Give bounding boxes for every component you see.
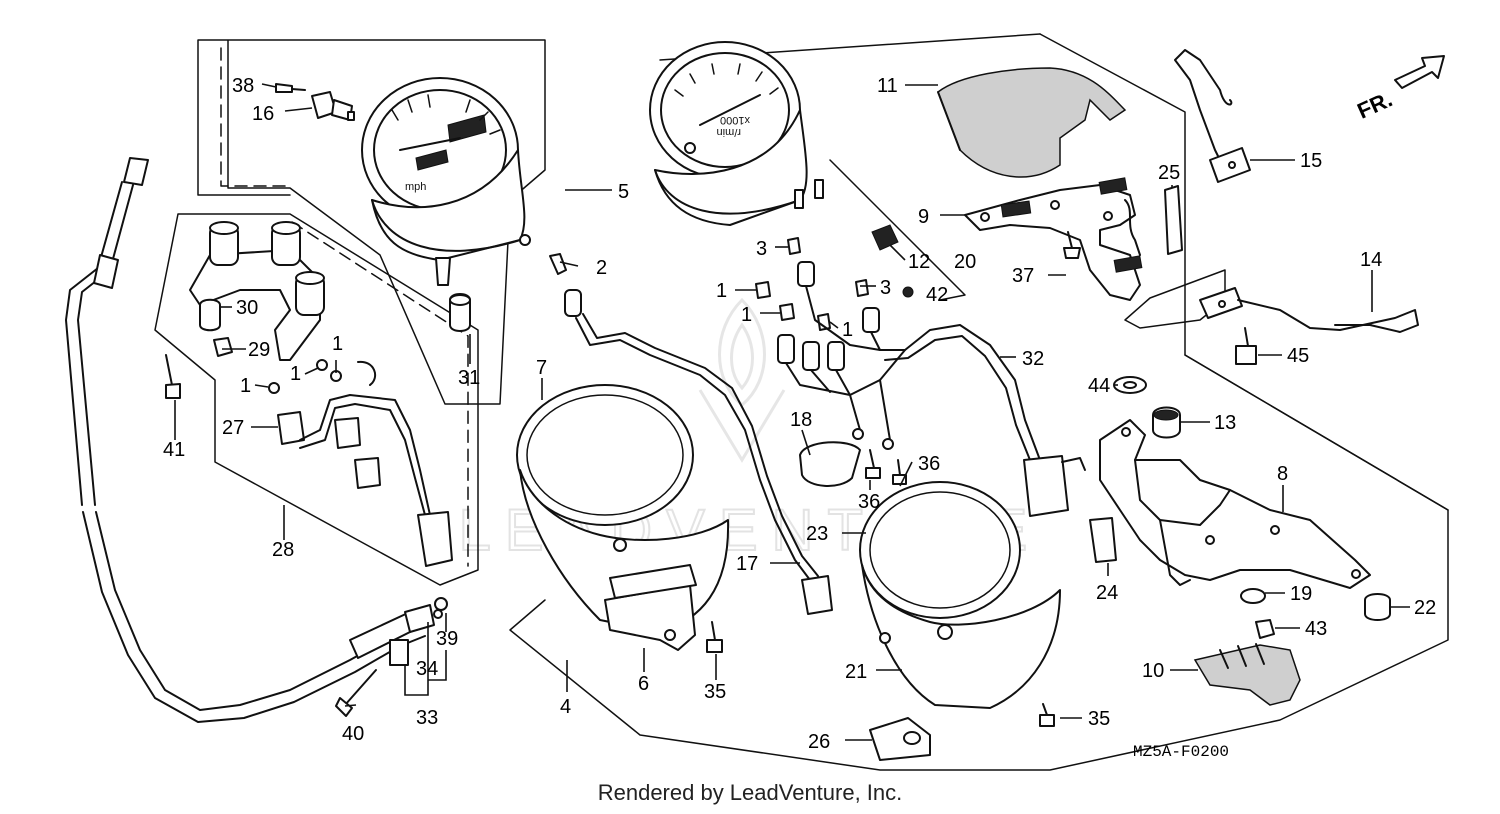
switch-group-outline [154, 213, 479, 586]
callout-1-mid-c: 1 [842, 319, 853, 341]
callout-18: 18 [790, 409, 812, 431]
callout-25: 25 [1158, 162, 1180, 184]
callout-5: 5 [618, 181, 629, 203]
stay-wire-15 [1174, 49, 1251, 183]
callout-9: 9 [918, 206, 929, 228]
callout-39: 39 [436, 628, 458, 650]
callout-28: 28 [272, 539, 294, 561]
callout-22: 22 [1414, 597, 1436, 619]
speedometer-case [516, 384, 730, 653]
footer-credit: Rendered by LeadVenture, Inc. [597, 780, 903, 805]
drawing-code: MZ5A-F0200 [1133, 743, 1229, 761]
leader-lines [174, 83, 1410, 741]
dashed-group-outline-1 [220, 47, 291, 187]
callout-12: 12 [908, 251, 930, 273]
front-arrow-icon [1394, 55, 1445, 89]
speedometer-cable [65, 157, 443, 723]
speedometer-light-wire [564, 289, 833, 615]
callout-40: 40 [342, 723, 364, 745]
callout-30: 30 [236, 297, 258, 319]
callout-15: 15 [1300, 150, 1322, 172]
callout-35-left: 35 [704, 681, 726, 703]
callout-13: 13 [1214, 412, 1236, 434]
callout-3-b: 3 [880, 277, 891, 299]
tachometer-assembly: x1000 r/min [649, 41, 914, 331]
indicator-assembly [165, 221, 453, 567]
meter-bracket [1089, 376, 1391, 639]
callout-41: 41 [163, 439, 185, 461]
callouts: 38 16 5 2 31 30 29 1 1 1 41 27 28 39 34 … [163, 75, 1436, 753]
callout-11: 11 [877, 75, 898, 97]
meter-cover [937, 67, 1183, 301]
callout-10: 10 [1142, 660, 1164, 682]
callout-34: 34 [416, 658, 438, 680]
speedometer-assembly: mph [275, 77, 567, 332]
main-harness [777, 261, 1086, 517]
tach-bracket-outline [829, 159, 966, 301]
callout-38: 38 [232, 75, 254, 97]
callout-23: 23 [806, 523, 828, 545]
callout-31: 31 [458, 367, 480, 389]
switch-dashed-outline [291, 221, 469, 567]
tachometer-case [859, 481, 1061, 761]
cable-bracket-parts [335, 597, 448, 717]
callout-29: 29 [248, 339, 270, 361]
callout-4: 4 [560, 696, 571, 718]
tach-unit-2: r/min [717, 126, 741, 138]
callout-17: 17 [736, 553, 758, 575]
callout-44: 44 [1088, 375, 1110, 397]
callout-14: 14 [1360, 249, 1382, 271]
callout-1-mid-a: 1 [716, 280, 727, 302]
callout-8: 8 [1277, 463, 1288, 485]
callout-2: 2 [596, 257, 607, 279]
callout-36-b: 36 [858, 491, 880, 513]
callout-37: 37 [1012, 265, 1034, 287]
callout-24: 24 [1096, 582, 1118, 604]
callout-3-a: 3 [756, 238, 767, 260]
callout-43: 43 [1305, 618, 1327, 640]
callout-35-right: 35 [1088, 708, 1110, 730]
front-direction-indicator: FR. [1353, 55, 1445, 124]
callout-36-a: 36 [918, 453, 940, 475]
callout-27: 27 [222, 417, 244, 439]
callout-20: 20 [954, 251, 976, 273]
callout-1-left-b: 1 [290, 363, 301, 385]
callout-1-left-c: 1 [332, 333, 343, 355]
stay-wire-14 [1199, 287, 1419, 365]
callout-26: 26 [808, 731, 830, 753]
callout-1-mid-b: 1 [741, 304, 752, 326]
callout-19: 19 [1290, 583, 1312, 605]
callout-7: 7 [536, 357, 547, 379]
callout-21: 21 [845, 661, 867, 683]
main-group-outline [509, 33, 1449, 771]
callout-33: 33 [416, 707, 438, 729]
callout-6: 6 [638, 673, 649, 695]
connector-holder [1193, 643, 1301, 706]
callout-16: 16 [252, 103, 274, 125]
right-group-outline [1184, 354, 1449, 511]
tach-unit-1: x1000 [720, 114, 750, 126]
speedometer-unit: mph [405, 181, 426, 193]
callout-45: 45 [1287, 345, 1309, 367]
callout-32: 32 [1022, 348, 1044, 370]
callout-42: 42 [926, 284, 948, 306]
speedometer-group-outline [197, 39, 546, 405]
callout-1-left-a: 1 [240, 375, 251, 397]
front-label: FR. [1353, 86, 1396, 123]
